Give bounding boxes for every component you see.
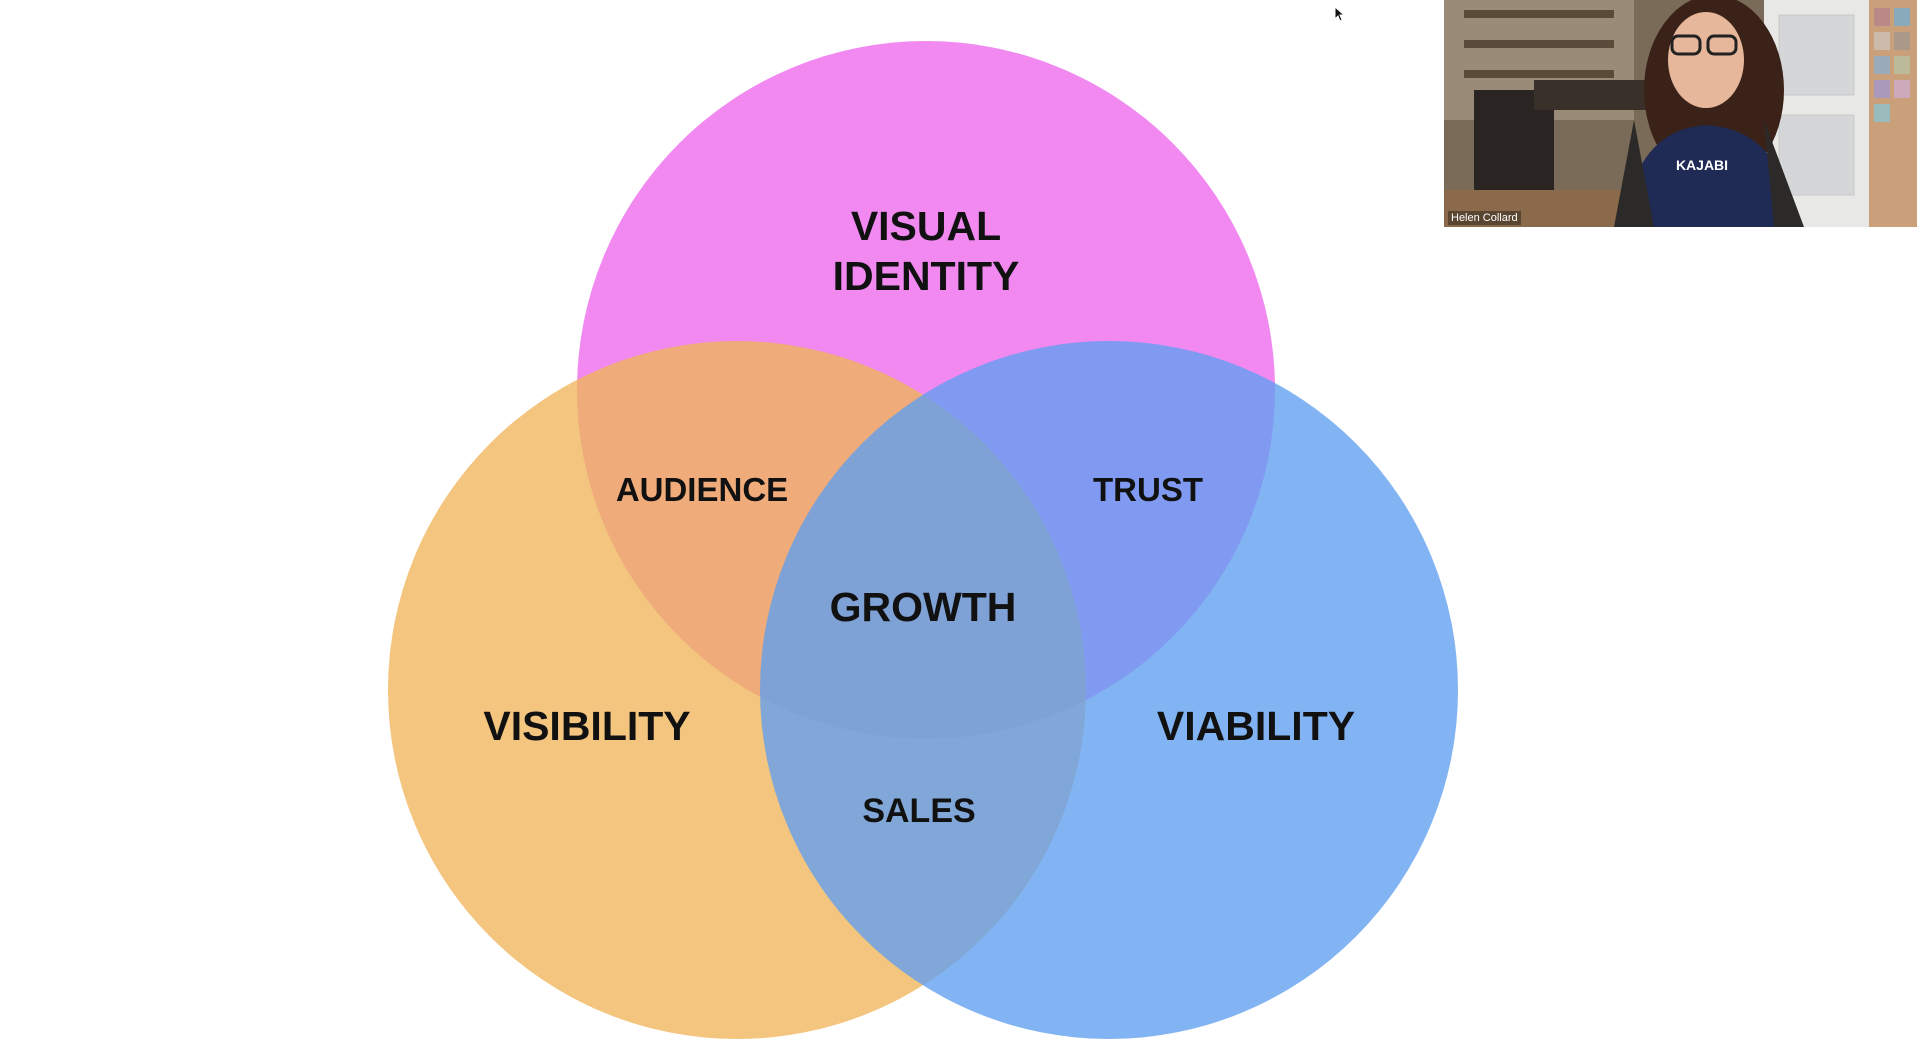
trust-label: TRUST <box>1093 471 1203 508</box>
circle-viability <box>760 341 1458 1039</box>
visual-identity-line-2: IDENTITY <box>833 253 1020 299</box>
audience-label: AUDIENCE <box>616 471 788 508</box>
sales-label: SALES <box>862 792 975 830</box>
shirt-logo-text: KAJABI <box>1676 157 1728 173</box>
visual-identity-line-1: VISUAL <box>851 203 1001 249</box>
mouse-cursor-icon <box>1334 6 1346 22</box>
visibility-label: VISIBILITY <box>483 703 690 749</box>
video-frame: KAJABI <box>1444 0 1917 227</box>
viability-label: VIABILITY <box>1157 703 1355 749</box>
participant-video-tile[interactable]: KAJABI Helen Collard <box>1444 0 1917 227</box>
growth-label: GROWTH <box>830 584 1017 630</box>
participant-name-label: Helen Collard <box>1448 211 1521 225</box>
